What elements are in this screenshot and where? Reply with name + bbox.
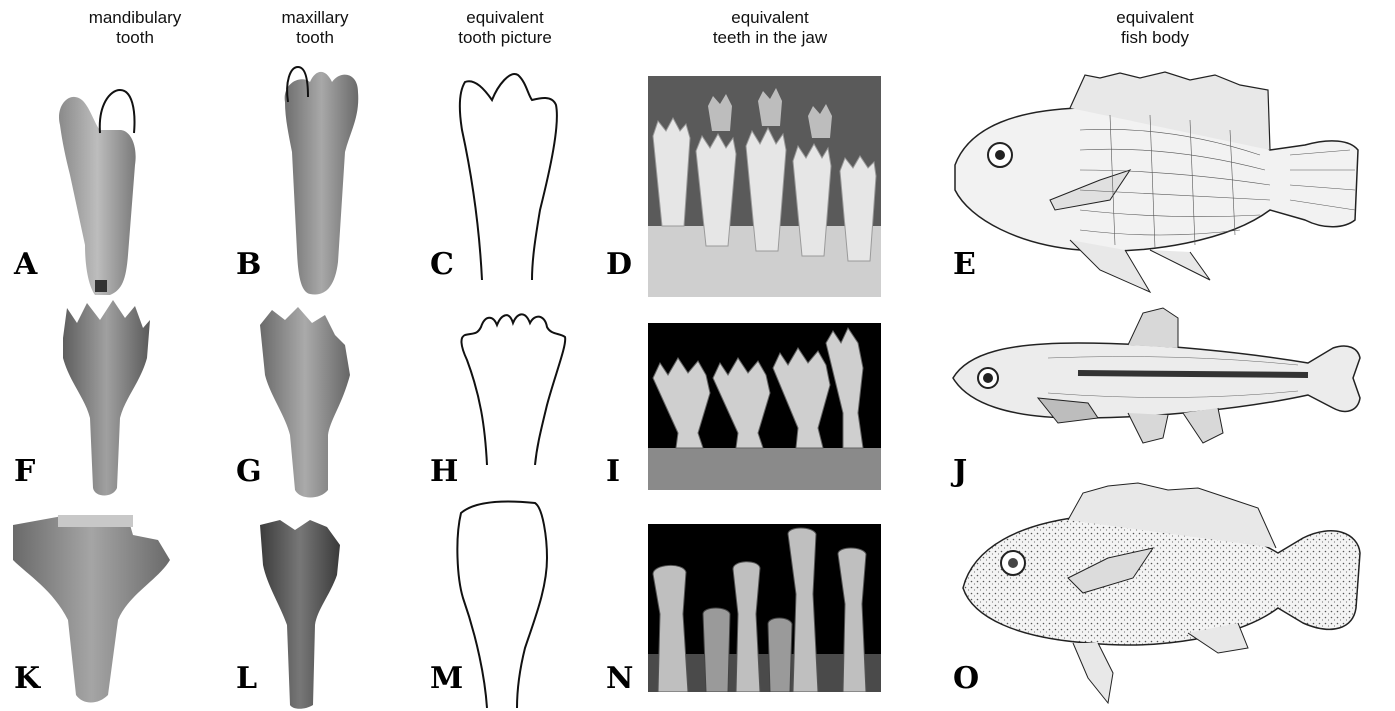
column-header-line2: tooth picture [430,28,580,48]
mandibulary-tooth-photo-f [55,298,160,500]
maxillary-tooth-photo-l [255,515,345,710]
column-header-maxillary: maxillary tooth [240,8,390,48]
column-header-line1: equivalent [430,8,580,28]
column-header-line2: fish body [1080,28,1230,48]
panel-label-a: A [14,250,37,280]
panel-label-b: B [236,250,261,280]
panel-label-d: D [606,250,632,280]
panel-label-h: H [430,457,458,487]
panel-label-i: I [606,457,620,487]
jaw-teeth-photo-d [648,76,881,297]
tooth-outline-c [450,70,580,285]
column-header-tooth-picture: equivalent tooth picture [430,8,580,48]
panel-label-n: N [606,664,633,694]
fish-drawing-o [958,478,1366,708]
jaw-teeth-photo-i [648,323,881,490]
tooth-outline-h [455,305,585,465]
jaw-teeth-photo-n [648,524,881,692]
column-header-line1: equivalent [1080,8,1230,28]
column-header-line2: tooth [240,28,390,48]
column-header-mandibulary: mandibulary tooth [60,8,210,48]
panel-label-g: G [236,457,262,487]
panel-label-l: L [236,664,257,694]
column-header-line2: teeth in the jaw [680,28,860,48]
tooth-outline-m [455,498,555,708]
fish-drawing-e [950,70,1365,295]
column-header-line1: maxillary [240,8,390,28]
column-header-teeth-in-jaw: equivalent teeth in the jaw [680,8,860,48]
column-header-line2: tooth [60,28,210,48]
panel-label-e: E [953,250,976,280]
column-header-fish-body: equivalent fish body [1080,8,1230,48]
mandibulary-tooth-photo-a [40,85,170,300]
panel-label-f: F [14,457,35,487]
maxillary-tooth-photo-b [270,62,370,302]
column-header-line1: equivalent [680,8,860,28]
fish-drawing-j [948,303,1366,453]
column-header-line1: mandibulary [60,8,210,28]
panel-label-c: C [430,250,454,280]
panel-label-o: O [953,664,979,694]
panel-label-m: M [430,664,463,694]
panel-label-k: K [14,664,40,694]
maxillary-tooth-photo-g [250,305,360,501]
